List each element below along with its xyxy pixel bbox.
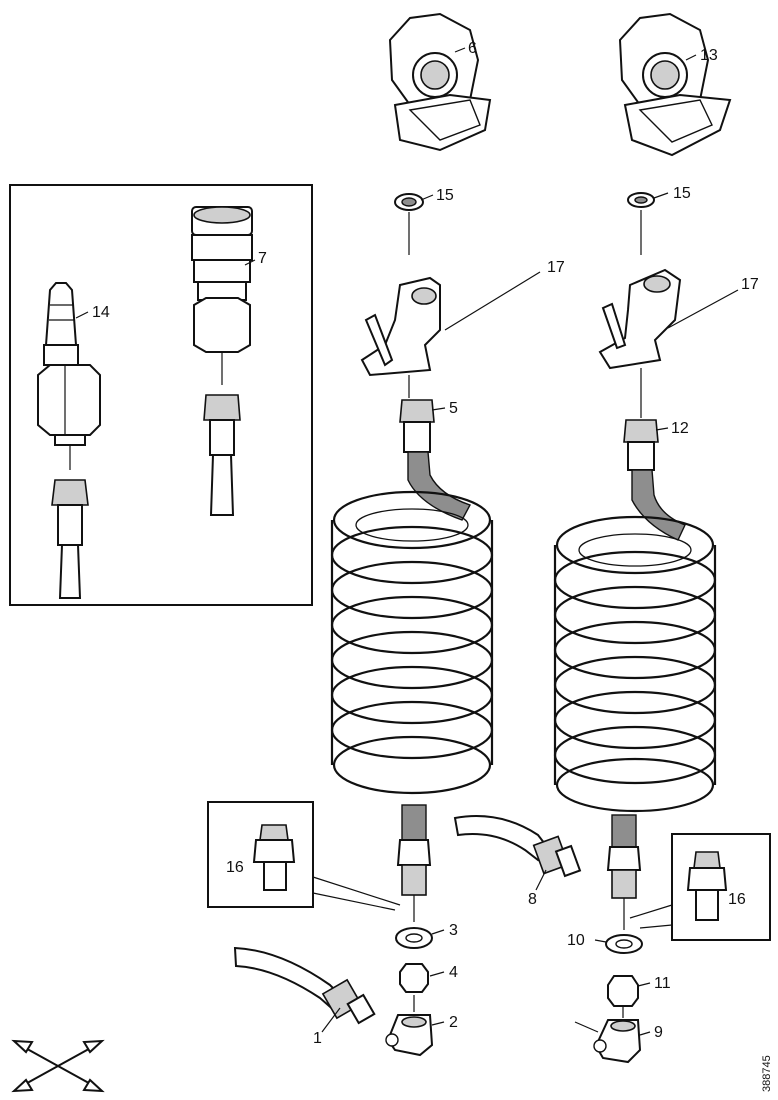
callout-leaders: [75, 47, 739, 1036]
callout-9: 9: [654, 1024, 663, 1041]
part-5-fitting-left: [399, 399, 472, 521]
callout-15-right: 15: [673, 185, 691, 202]
orientation-arrows-icon: [11, 1039, 105, 1093]
callout-4: 4: [449, 964, 458, 981]
callout-1: 1: [313, 1030, 322, 1047]
callout-14: 14: [92, 304, 110, 321]
part-4-nut-left: [399, 963, 429, 1012]
callout-8: 8: [528, 891, 537, 908]
callout-6: 6: [468, 40, 477, 57]
part-7-quick-coupling: [191, 206, 253, 516]
part-2-elbow-left: [385, 1014, 434, 1057]
part-14-coupling: [37, 282, 101, 599]
part-17-bracket-left: [360, 276, 441, 398]
part-1-hose-left: [233, 946, 376, 1025]
part-12-fitting-right: [623, 419, 686, 541]
callout-16-left: 16: [226, 859, 244, 876]
callout-17-left: 17: [547, 259, 565, 276]
inset-frame: [9, 184, 313, 606]
part-9-elbow-right: [574, 1019, 642, 1064]
part-15-washer-left: [394, 193, 424, 255]
callout-7: 7: [258, 250, 267, 267]
callout-13: 13: [700, 47, 718, 64]
part-10-washer-right: [605, 934, 643, 954]
callout-5: 5: [449, 400, 458, 417]
detail-box-16-right: [629, 833, 771, 941]
part-8-hose-left: [453, 815, 582, 878]
part-15-washer-right: [627, 192, 655, 255]
callout-15-left: 15: [436, 187, 454, 204]
part-13-coupling-head: [618, 12, 732, 157]
part-6-coupling-head: [388, 12, 492, 152]
reference-number: 388745: [761, 1055, 773, 1092]
part-3-washer-left: [395, 927, 433, 949]
callout-11: 11: [654, 975, 671, 992]
callout-2: 2: [449, 1014, 458, 1031]
hose-end-left: [396, 804, 432, 922]
coil-left: [330, 490, 494, 795]
coil-right: [553, 515, 717, 813]
detail-box-16-left: [207, 801, 401, 911]
callout-10: 10: [567, 932, 585, 949]
callout-12: 12: [671, 420, 689, 437]
part-17-bracket-right: [598, 268, 682, 418]
callout-16-right: 16: [728, 891, 746, 908]
part-11-nut-right: [607, 975, 639, 1018]
callout-3: 3: [449, 922, 458, 939]
hose-end-right: [606, 814, 642, 930]
callout-17-right: 17: [741, 276, 759, 293]
